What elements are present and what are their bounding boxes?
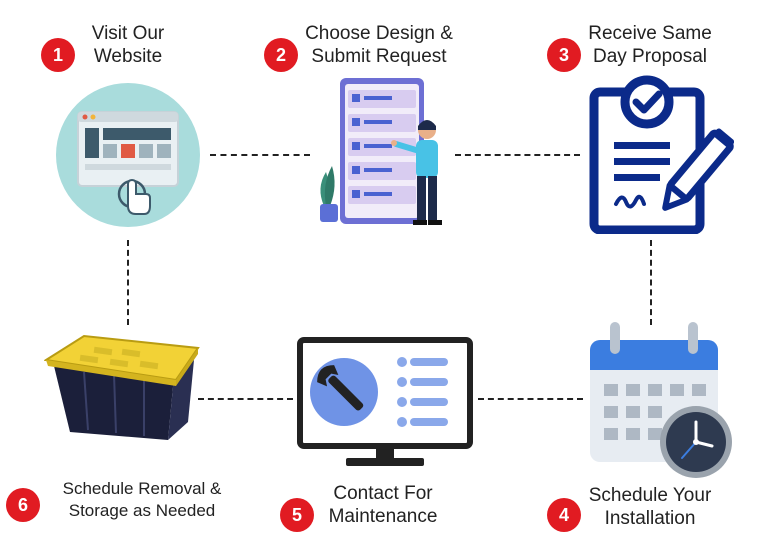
step-1-label-line1: Visit Our	[91, 23, 165, 44]
step-5-label: Contact For Maintenance	[312, 482, 454, 528]
step-6-badge: 6	[6, 488, 40, 522]
step-3-label-line2: Day Proposal	[592, 46, 708, 67]
step-4-label-line1: Schedule Your	[588, 485, 712, 506]
step-2-badge: 2	[264, 38, 298, 72]
step-5-label-line1: Contact For	[333, 483, 433, 504]
calendar-clock-icon	[590, 322, 732, 478]
step-3-badge: 3	[547, 38, 581, 72]
step-6-label: Schedule Removal & Storage as Needed	[44, 478, 240, 522]
step-4-label-line2: Installation	[604, 508, 696, 529]
step-2-label-line1: Choose Design &	[305, 23, 453, 44]
step-3-label: Receive Same Day Proposal	[575, 22, 725, 68]
connector-3-4	[650, 240, 652, 325]
signed-clipboard-icon	[589, 75, 734, 234]
connector-1-2	[210, 154, 310, 156]
connector-5-6	[198, 398, 293, 400]
step-3-label-line1: Receive Same	[588, 23, 712, 44]
step-2-label-line2: Submit Request	[311, 46, 447, 67]
form-selection-icon	[320, 78, 442, 225]
connector-4-5	[478, 398, 583, 400]
step-5-label-line2: Maintenance	[328, 506, 438, 527]
step-4-label: Schedule Your Installation	[578, 484, 722, 530]
step-5-badge: 5	[280, 498, 314, 532]
step-1-label: Visit Our Website	[70, 22, 186, 68]
step-2-label: Choose Design & Submit Request	[286, 22, 472, 68]
connector-2-3	[455, 154, 580, 156]
step-1-label-line2: Website	[93, 46, 163, 67]
storage-tote-icon	[44, 334, 200, 440]
step-4-badge: 4	[547, 498, 581, 532]
step-6-label-line2: Storage as Needed	[68, 501, 216, 520]
monitor-wrench-icon	[297, 337, 473, 466]
website-click-icon	[56, 83, 200, 227]
step-6-label-line1: Schedule Removal &	[62, 479, 222, 498]
step-1-badge: 1	[41, 38, 75, 72]
connector-6-1	[127, 240, 129, 325]
